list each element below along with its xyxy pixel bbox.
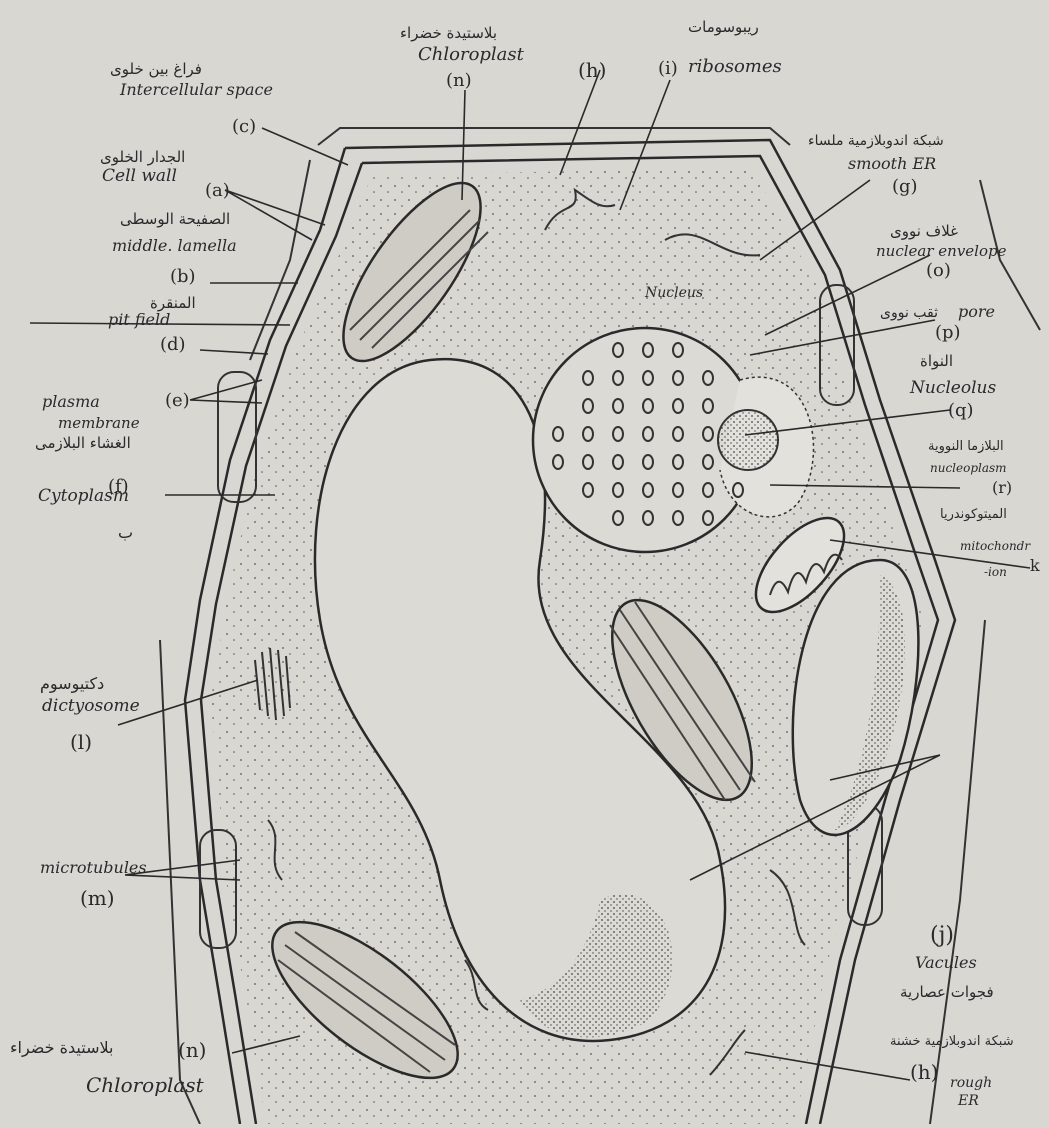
- intercellular-space-arabic: فراغ بين خلوى: [110, 62, 202, 77]
- chloroplast-bottom-code: (n): [178, 1040, 207, 1060]
- intercellular-space-code: (c): [232, 118, 256, 136]
- nucleolus-arabic: النواة: [920, 354, 953, 369]
- pit-field-code: (d): [160, 336, 186, 354]
- rough-er-code: (h): [910, 1062, 939, 1082]
- cell-wall-code: (a): [205, 182, 230, 200]
- rough-er-label-1: rough: [950, 1076, 992, 1090]
- pit-field-arabic: المنقرة: [150, 296, 196, 311]
- cytoplasm-label: Cytoplasm: [38, 488, 129, 505]
- microtubules-code: (m): [80, 888, 115, 908]
- vacuoles-code: (j): [930, 925, 954, 947]
- nuclear-envelope-code: (o): [926, 262, 951, 280]
- smooth-er-arabic: شبكة اندوبلازمية ملساء: [808, 134, 944, 148]
- nucleolus: [718, 410, 778, 470]
- cell-wall-label: Cell wall: [102, 168, 177, 185]
- middle-lamella-arabic: الصفيحة الوسطى: [120, 212, 230, 227]
- nucleoplasm-label: nucleoplasm: [930, 462, 1007, 474]
- chloroplast-bottom-label: Chloroplast: [86, 1075, 204, 1095]
- vacuoles-arabic: فجوات عصارية: [900, 985, 994, 1000]
- mitochondrion-arabic: الميتوكوندريا: [940, 508, 1007, 521]
- pore-arabic: ثقب نووى: [880, 306, 938, 320]
- cell-wall-arabic: الجدار الخلوى: [100, 150, 185, 165]
- mitochondrion-label-2: -ion: [984, 566, 1007, 578]
- cytoplasm-arabic: ب: [118, 525, 133, 541]
- rough-er-label-2: ER: [958, 1094, 979, 1108]
- smooth-er-code: (g): [892, 178, 918, 196]
- nucleoplasm-code: (r): [992, 480, 1012, 496]
- ribosomes-arabic: ريبوسومات: [688, 20, 759, 35]
- plasma-membrane-code: (e): [165, 392, 190, 410]
- microtubules-label: microtubules: [40, 860, 147, 876]
- pit-field-label: pit field: [108, 312, 170, 328]
- chloroplast-bottom-arabic: بلاستيدة خضراء: [10, 1040, 114, 1056]
- plasma-membrane-label-2: membrane: [58, 416, 140, 431]
- nucleolus-label: Nucleolus: [910, 380, 996, 397]
- ribosomes-label: ribosomes: [688, 58, 782, 76]
- chloroplast-top-label: Chloroplast: [418, 46, 524, 64]
- dictyosome-code: (l): [70, 732, 92, 752]
- chloroplast-top-code: (n): [446, 72, 472, 90]
- vacuoles-label: Vacules: [915, 955, 977, 971]
- plasma-membrane-arabic: الغشاء البلازمى: [35, 436, 131, 451]
- plasma-membrane-label-1: plasma: [42, 394, 100, 410]
- chloroplast-top-arabic: بلاستيدة خضراء: [400, 26, 497, 41]
- middle-lamella-label: middle. lamella: [112, 238, 237, 254]
- mitochondrion-code: k: [1030, 558, 1040, 574]
- nucleus-label: Nucleus: [645, 286, 703, 300]
- dictyosome-label: dictyosome: [42, 698, 140, 715]
- nucleoplasm-arabic: البلازما النووية: [928, 440, 1004, 453]
- nucleolus-code: (q): [948, 402, 974, 420]
- middle-lamella-code: (b): [170, 268, 196, 286]
- nuclear-envelope-label: nuclear envelope: [876, 244, 1006, 259]
- h-top-code: (h): [578, 60, 607, 80]
- dictyosome-arabic: دكتيوسوم: [40, 676, 104, 692]
- mitochondrion-label-1: mitochondr: [960, 540, 1030, 552]
- pore-label: pore: [958, 304, 995, 320]
- nuclear-envelope-arabic: غلاف نووى: [890, 224, 958, 239]
- rough-er-arabic: شبكة اندوبلازمية خشنة: [890, 1035, 1014, 1048]
- pore-code: (p): [935, 324, 961, 342]
- intercellular-space-label: Intercellular space: [120, 82, 273, 98]
- smooth-er-label: smooth ER: [848, 156, 936, 172]
- ribosomes-code: (i): [658, 60, 678, 78]
